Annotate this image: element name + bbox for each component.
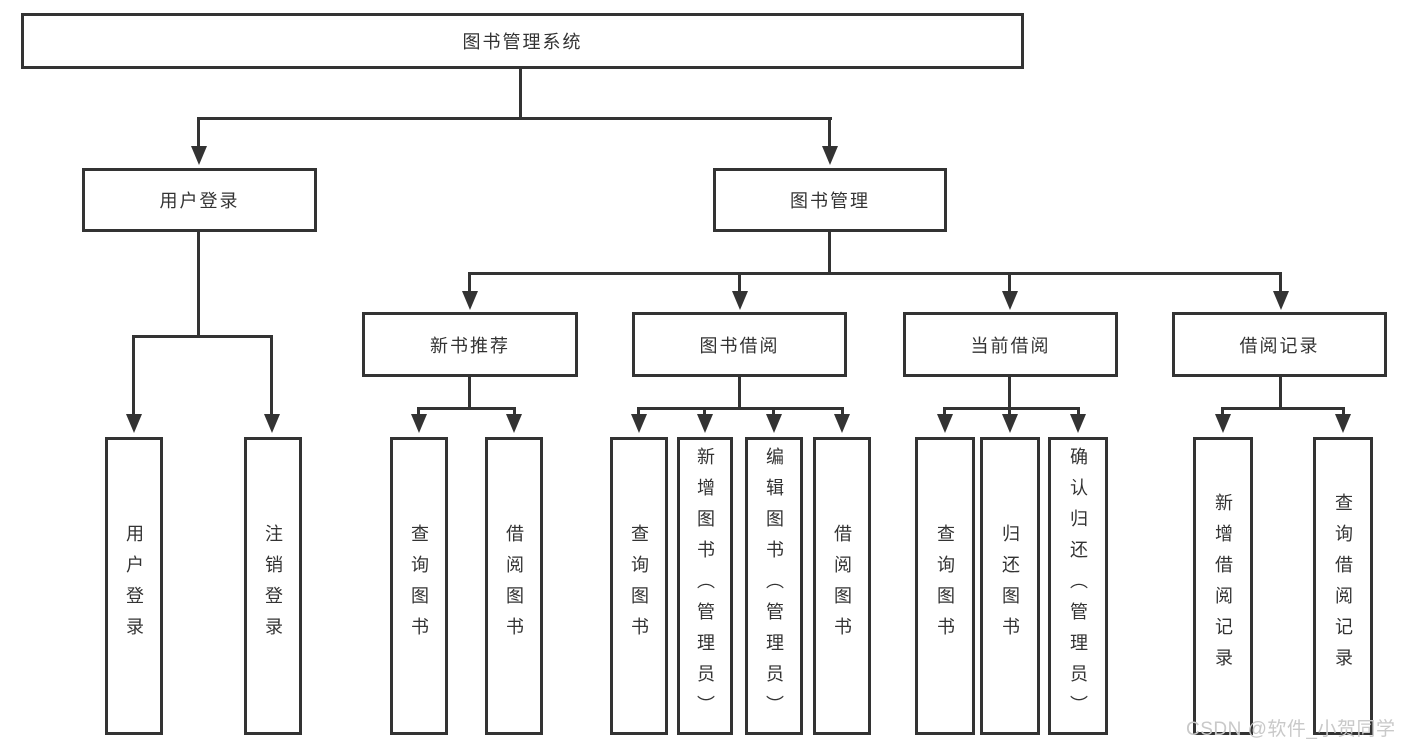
connector-drop-book-mgmt	[828, 117, 831, 148]
node-current-borrow-label: 当前借阅	[970, 335, 1051, 356]
leaf-bb-borrow-books-label: 借阅图书	[832, 524, 852, 648]
leaf-cb-return-books-label: 归还图书	[1000, 524, 1020, 648]
connector-drop-leaf-logout	[270, 335, 273, 415]
connector-level1-bar	[197, 117, 832, 120]
node-root-label: 图书管理系统	[462, 32, 583, 52]
connector-rec-bar	[417, 407, 516, 410]
node-borrow-records: 借阅记录	[1172, 312, 1387, 377]
arrow-cb-confirm	[1070, 414, 1086, 433]
leaf-bb-edit-books: 编辑图书（管理员）	[745, 437, 803, 735]
node-borrow-records-label: 借阅记录	[1239, 335, 1320, 356]
node-user-login-label: 用户登录	[159, 191, 240, 211]
connector-drop-bb-query	[637, 407, 640, 416]
node-root: 图书管理系统	[21, 13, 1024, 69]
connector-drop-br-add	[1221, 407, 1224, 416]
leaf-rec-query-books-label: 查询图书	[409, 524, 429, 648]
leaf-br-query-record-label: 查询借阅记录	[1333, 493, 1353, 679]
connector-bb-stem	[738, 377, 741, 407]
connector-book-mgmt-stem	[828, 232, 831, 272]
leaf-cb-query-books-label: 查询图书	[935, 524, 955, 648]
leaf-user-login: 用户登录	[105, 437, 163, 735]
leaf-cb-confirm-return: 确认归还（管理员）	[1048, 437, 1108, 735]
leaf-bb-add-books-label: 新增图书（管理员）	[695, 446, 715, 726]
connector-drop-br-query	[1342, 407, 1345, 416]
leaf-rec-query-books: 查询图书	[390, 437, 448, 735]
connector-drop-cb-query	[943, 407, 946, 416]
connector-drop-bb-add	[703, 407, 706, 416]
connector-drop-bb-borrow	[841, 407, 844, 416]
arrow-br-query	[1335, 414, 1351, 433]
connector-drop-new-book-rec	[468, 272, 471, 293]
connector-drop-rec-borrow	[513, 407, 516, 416]
leaf-cb-confirm-return-label: 确认归还（管理员）	[1068, 446, 1088, 726]
connector-drop-book-borrow	[738, 272, 741, 293]
arrow-leaf-logout	[264, 414, 280, 433]
node-book-borrow: 图书借阅	[632, 312, 847, 377]
connector-drop-bb-edit	[772, 407, 775, 416]
connector-drop-borrow-records	[1279, 272, 1282, 293]
leaf-bb-query-books-label: 查询图书	[629, 524, 649, 648]
connector-bb-bar	[637, 407, 844, 410]
node-user-login: 用户登录	[82, 168, 317, 232]
arrow-bb-query	[631, 414, 647, 433]
leaf-br-query-record: 查询借阅记录	[1313, 437, 1373, 735]
leaf-bb-query-books: 查询图书	[610, 437, 668, 735]
leaf-cb-return-books: 归还图书	[980, 437, 1040, 735]
connector-cb-stem	[1008, 377, 1011, 407]
connector-drop-user-login	[197, 117, 200, 148]
node-new-book-rec-label: 新书推荐	[430, 335, 510, 356]
leaf-br-add-record-label: 新增借阅记录	[1213, 493, 1233, 679]
connector-br-bar	[1221, 407, 1345, 410]
arrow-cb-return	[1002, 414, 1018, 433]
arrow-bb-edit	[766, 414, 782, 433]
connector-br-stem	[1279, 377, 1282, 407]
arrow-cb-query	[937, 414, 953, 433]
arrow-br-add	[1215, 414, 1231, 433]
connector-drop-cb-return	[1008, 407, 1011, 416]
leaf-logout: 注销登录	[244, 437, 302, 735]
arrow-bb-add	[697, 414, 713, 433]
leaf-user-login-label: 用户登录	[124, 524, 144, 648]
node-book-mgmt-label: 图书管理	[790, 191, 870, 211]
arrow-leaf-user-login	[126, 414, 142, 433]
arrow-bb-borrow	[834, 414, 850, 433]
connector-drop-cb-confirm	[1077, 407, 1080, 416]
connector-root-stem	[519, 69, 522, 118]
leaf-bb-borrow-books: 借阅图书	[813, 437, 871, 735]
leaf-bb-edit-books-label: 编辑图书（管理员）	[764, 446, 784, 726]
leaf-bb-add-books: 新增图书（管理员）	[677, 437, 733, 735]
leaf-cb-query-books: 查询图书	[915, 437, 975, 735]
arrow-current-borrow	[1002, 291, 1018, 310]
node-current-borrow: 当前借阅	[903, 312, 1118, 377]
arrow-new-book-rec	[462, 291, 478, 310]
connector-rec-stem	[468, 377, 471, 407]
connector-drop-leaf-user-login	[132, 335, 135, 415]
arrow-book-borrow	[732, 291, 748, 310]
arrow-rec-borrow	[506, 414, 522, 433]
leaf-rec-borrow-books-label: 借阅图书	[504, 524, 524, 648]
node-book-borrow-label: 图书借阅	[699, 335, 780, 356]
connector-user-login-stem	[197, 232, 200, 335]
leaf-br-add-record: 新增借阅记录	[1193, 437, 1253, 735]
arrow-borrow-records	[1273, 291, 1289, 310]
arrow-rec-query	[411, 414, 427, 433]
leaf-rec-borrow-books: 借阅图书	[485, 437, 543, 735]
watermark: CSDN @软件_小贺同学	[1186, 719, 1396, 740]
node-book-mgmt: 图书管理	[713, 168, 947, 232]
connector-drop-rec-query	[417, 407, 420, 416]
leaf-logout-label: 注销登录	[263, 524, 283, 648]
connector-level3-bar	[468, 272, 1282, 275]
connector-drop-current-borrow	[1008, 272, 1011, 293]
connector-user-login-bar	[132, 335, 273, 338]
arrow-book-mgmt	[822, 146, 838, 165]
connector-cb-bar	[943, 407, 1080, 410]
arrow-user-login	[191, 146, 207, 165]
node-new-book-rec: 新书推荐	[362, 312, 578, 377]
